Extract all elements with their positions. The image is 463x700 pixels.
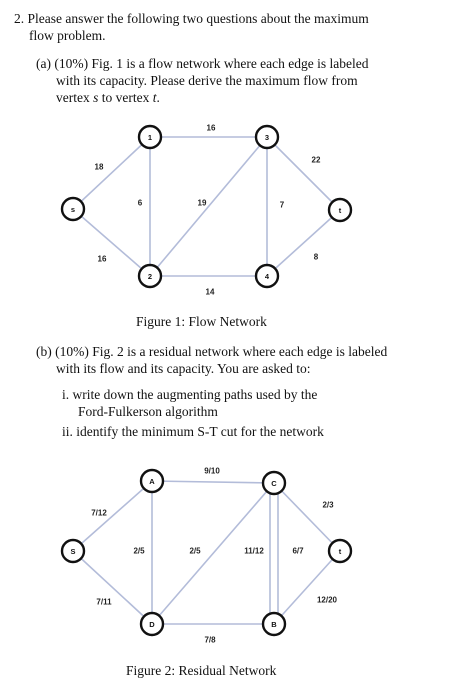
- fig1-node-1: [137, 124, 163, 150]
- figure-2-caption: Figure 2: Residual Network: [126, 663, 277, 678]
- fig1-edge-label-3-4: 7: [280, 201, 285, 210]
- item-ii-line: ii. identify the minimum S-T cut for the…: [62, 424, 324, 439]
- fig2-node-label-t: t: [339, 547, 342, 556]
- fig1-edge-4-t: [266, 209, 341, 277]
- part-a-line-3: vertex s to vertex t.: [56, 89, 160, 107]
- fig2-edge-s-a: [72, 480, 153, 552]
- sink-vertex-text: t: [152, 90, 157, 105]
- fig1-edge-3-t: [266, 136, 341, 211]
- fig1-edge-label-1-3: 16: [207, 124, 216, 133]
- fig2-edge-label-s-d: 7/11: [96, 598, 112, 607]
- part-b-line-2: with its flow and its capacity. You are …: [56, 361, 311, 376]
- fig2-edge-c-t: [273, 482, 341, 552]
- fig2-edge-label-d-b: 7/8: [204, 636, 216, 645]
- fig2-edge-label-c-t: 2/3: [322, 501, 334, 510]
- fig2-node-label-a: A: [149, 477, 155, 486]
- figure-1-caption: Figure 1: Flow Network: [136, 314, 267, 329]
- fig2-edge-a-c: [151, 480, 275, 484]
- fig1-node-4: [254, 263, 280, 289]
- fig1-node-label-3: 3: [265, 133, 269, 142]
- source-vertex-text: s: [93, 90, 99, 105]
- fig1-node-label-4: 4: [265, 272, 270, 281]
- fig2-edge-label-a-c: 9/10: [204, 467, 220, 476]
- fig1-edge-label-3-t: 22: [312, 156, 321, 165]
- part-a-line-2: with its capacity. Please derive the max…: [56, 73, 358, 88]
- item-i-line-2: Ford-Fulkerson algorithm: [78, 404, 218, 419]
- fig1-node-2: [137, 263, 163, 289]
- fig2-node-a: [139, 468, 165, 494]
- figure-2-graph: 7/12 7/11 9/10 2/5 2/5 11/12 6/7 2/3 7/8 12/20 S A C…: [60, 467, 353, 645]
- part-a-line-1: (a) (10%) Fig. 1 is a flow network where…: [36, 56, 369, 71]
- question-line-1: 2. Please answer the following two quest…: [14, 11, 369, 26]
- fig2-edge-label-d-c: 2/5: [189, 547, 201, 556]
- fig1-node-label-2: 2: [148, 272, 152, 281]
- fig2-node-label-c: C: [271, 479, 277, 488]
- fig1-edge-label-s-2: 16: [98, 255, 107, 264]
- fig2-node-d: [139, 611, 165, 637]
- fig1-edge-s-1: [72, 136, 151, 210]
- fig2-node-t: [327, 538, 353, 564]
- item-i-line-1: i. write down the augmenting paths used …: [62, 387, 318, 402]
- fig2-edge-label-c-b: 11/12: [244, 547, 264, 556]
- fig1-node-label-1: 1: [148, 133, 152, 142]
- fig2-edge-label-b-t: 12/20: [317, 596, 338, 605]
- fig2-node-label-d: D: [149, 620, 155, 629]
- fig1-edge-label-4-t: 8: [314, 253, 319, 262]
- part-a-line-3-prefix: vertex: [56, 90, 94, 105]
- fig2-node-label-s: S: [70, 547, 75, 556]
- fig2-node-s: [60, 538, 86, 564]
- fig1-edge-label-1-2: 6: [138, 199, 143, 208]
- fig2-edge-label-s-a: 7/12: [91, 509, 107, 518]
- fig2-node-b: [261, 611, 287, 637]
- fig1-node-label-s: s: [71, 205, 75, 214]
- question-line-2: flow problem.: [29, 28, 106, 43]
- fig1-edge-label-s-1: 18: [95, 163, 104, 172]
- fig1-node-3: [254, 124, 280, 150]
- fig1-node-label-t: t: [339, 206, 342, 215]
- fig2-node-label-b: B: [271, 620, 277, 629]
- fig1-node-s: [60, 196, 86, 222]
- fig1-edge-2-3: [149, 136, 268, 277]
- fig2-edge-d-c: [151, 482, 275, 625]
- fig2-edge-s-d: [72, 550, 153, 625]
- part-a-line-3-mid: to vertex: [98, 90, 153, 105]
- fig2-node-c: [261, 470, 287, 496]
- fig1-edge-s-2: [72, 208, 151, 277]
- part-a-line-3-suffix: .: [156, 90, 160, 105]
- part-b-line-1: (b) (10%) Fig. 2 is a residual network w…: [36, 344, 388, 359]
- fig2-edge-b-t: [273, 550, 341, 625]
- figure-1-graph: 18 16 16 6 19 14 7 22 8 s 1 2 3 4 t: [60, 124, 353, 297]
- fig1-edge-label-2-4: 14: [206, 288, 215, 297]
- fig2-edge-label-a-d: 2/5: [133, 547, 145, 556]
- fig1-edge-label-2-3: 19: [198, 199, 207, 208]
- fig2-edge-label-b-c: 6/7: [292, 547, 304, 556]
- fig1-node-t: [327, 197, 353, 223]
